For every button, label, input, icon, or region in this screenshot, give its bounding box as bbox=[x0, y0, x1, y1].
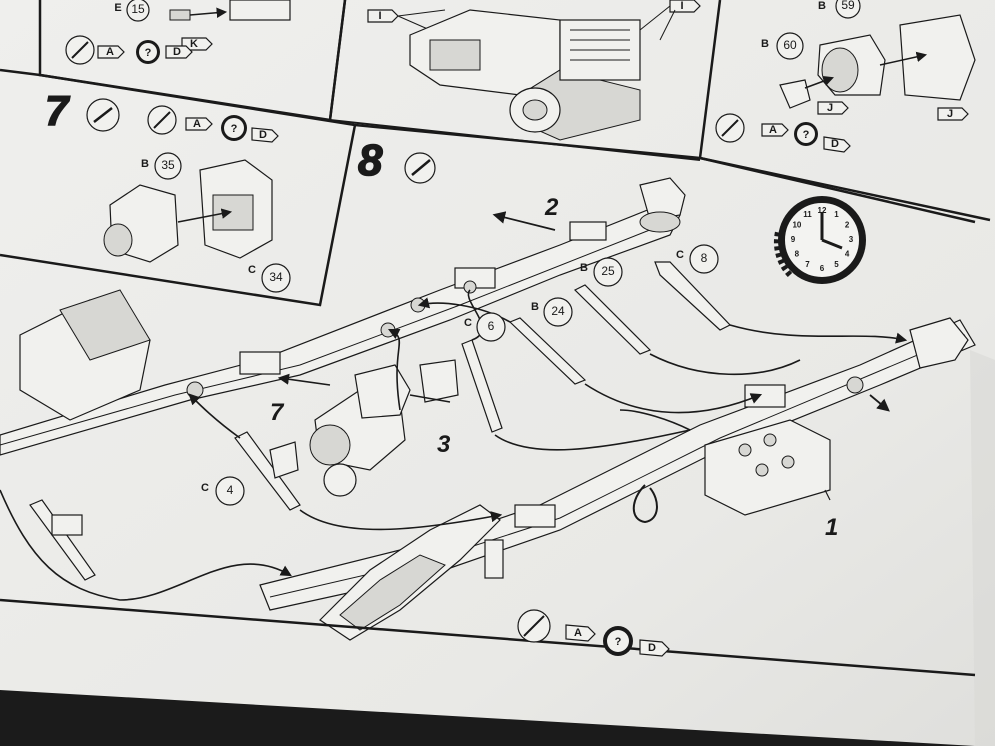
svg-text:15: 15 bbox=[131, 2, 145, 16]
transfer-case-assembled bbox=[269, 359, 459, 497]
svg-text:D: D bbox=[173, 46, 181, 58]
prev-step-panel-left: E 15 K A ? D bbox=[38, 0, 347, 122]
svg-text:35: 35 bbox=[161, 158, 175, 172]
part-label-e15: E 15 bbox=[114, 0, 150, 22]
axle-rods bbox=[29, 261, 731, 581]
svg-text:A: A bbox=[574, 627, 582, 639]
chassis-frame bbox=[0, 177, 976, 641]
label-2: 2 bbox=[544, 194, 559, 221]
svg-text:A: A bbox=[769, 124, 777, 136]
svg-text:D: D bbox=[259, 129, 267, 141]
paint-legend-top-right: A ? D bbox=[715, 113, 851, 153]
part-label-c6: C 6 bbox=[464, 312, 506, 342]
glue-legend-7: A ? D bbox=[86, 98, 279, 143]
clock-numeral: 7 bbox=[805, 260, 810, 269]
step-7-number: 7 bbox=[45, 87, 70, 134]
svg-text:J: J bbox=[827, 102, 833, 114]
part-label-c8: C 8 bbox=[676, 244, 719, 274]
svg-text:4: 4 bbox=[227, 483, 234, 497]
step-8-number: 8 bbox=[358, 136, 383, 185]
svg-text:A: A bbox=[106, 46, 114, 58]
clock-numeral: 3 bbox=[849, 235, 854, 244]
svg-text:6: 6 bbox=[488, 319, 495, 333]
tag-i-right: I bbox=[639, 0, 701, 41]
svg-text:B: B bbox=[761, 38, 769, 50]
svg-text:C: C bbox=[201, 482, 209, 494]
svg-text:?: ? bbox=[231, 123, 238, 135]
svg-text:C: C bbox=[248, 264, 256, 276]
svg-text:25: 25 bbox=[601, 264, 615, 278]
part-label-c4: C 4 bbox=[201, 476, 245, 506]
svg-text:K: K bbox=[190, 38, 198, 50]
top-right-step-panel: B 59 B 60 J J A bbox=[698, 0, 991, 222]
footer-paint-legend: A ? D bbox=[0, 598, 976, 677]
part-label-b25: B 25 bbox=[580, 257, 623, 287]
label-3: 3 bbox=[437, 431, 451, 458]
part-label-c34: C 34 bbox=[248, 263, 291, 293]
svg-text:J: J bbox=[947, 108, 953, 120]
paint-legend-prev: A ? D bbox=[65, 35, 193, 65]
svg-text:I: I bbox=[378, 10, 381, 22]
clock-numeral: 9 bbox=[791, 235, 796, 244]
clock-numeral: 12 bbox=[818, 206, 827, 215]
svg-text:B: B bbox=[580, 262, 588, 274]
svg-text:?: ? bbox=[615, 636, 622, 648]
svg-text:B: B bbox=[531, 301, 539, 313]
part-label-b60: B 60 bbox=[761, 32, 804, 60]
tag-i: I bbox=[367, 9, 446, 31]
svg-text:8: 8 bbox=[701, 251, 708, 265]
engine-assembly-panel: I I bbox=[328, 0, 701, 161]
svg-text:B: B bbox=[818, 0, 826, 12]
small-bolt-part bbox=[169, 0, 291, 21]
part-label-b35: B 35 bbox=[141, 152, 182, 180]
svg-text:A: A bbox=[193, 118, 201, 130]
tag-j-left: J bbox=[817, 101, 849, 115]
clock-numeral: 2 bbox=[845, 221, 850, 230]
paper-edge-shadow bbox=[970, 350, 995, 746]
clock-numeral: 1 bbox=[834, 210, 839, 219]
svg-text:24: 24 bbox=[551, 304, 565, 318]
clock-numeral: 8 bbox=[795, 250, 800, 259]
svg-text:?: ? bbox=[145, 47, 152, 59]
clock-numeral: 6 bbox=[820, 264, 825, 273]
step-7-panel: 7 A ? D B 35 C 34 bbox=[0, 68, 357, 307]
clock-numeral: 10 bbox=[792, 221, 801, 230]
light-housing-part bbox=[779, 14, 976, 109]
svg-text:59: 59 bbox=[841, 0, 855, 12]
svg-text:D: D bbox=[831, 138, 839, 150]
clock-numeral: 4 bbox=[845, 250, 850, 259]
clock-numeral: 11 bbox=[803, 210, 812, 219]
engine-block bbox=[409, 9, 641, 141]
tag-j-right: J bbox=[937, 107, 969, 121]
svg-text:?: ? bbox=[803, 129, 810, 141]
svg-text:I: I bbox=[680, 0, 683, 12]
svg-text:C: C bbox=[676, 249, 684, 261]
svg-text:C: C bbox=[464, 317, 472, 329]
label-1: 1 bbox=[825, 514, 838, 541]
svg-text:60: 60 bbox=[783, 38, 797, 52]
part-label-b59: B 59 bbox=[818, 0, 861, 19]
svg-text:E: E bbox=[114, 2, 121, 14]
svg-text:34: 34 bbox=[269, 270, 283, 284]
label-7: 7 bbox=[270, 399, 285, 426]
svg-text:D: D bbox=[648, 642, 656, 654]
clock-numeral: 5 bbox=[834, 260, 839, 269]
part-label-b24: B 24 bbox=[531, 297, 573, 327]
svg-text:B: B bbox=[141, 158, 149, 170]
transfer-case-part bbox=[103, 159, 273, 263]
